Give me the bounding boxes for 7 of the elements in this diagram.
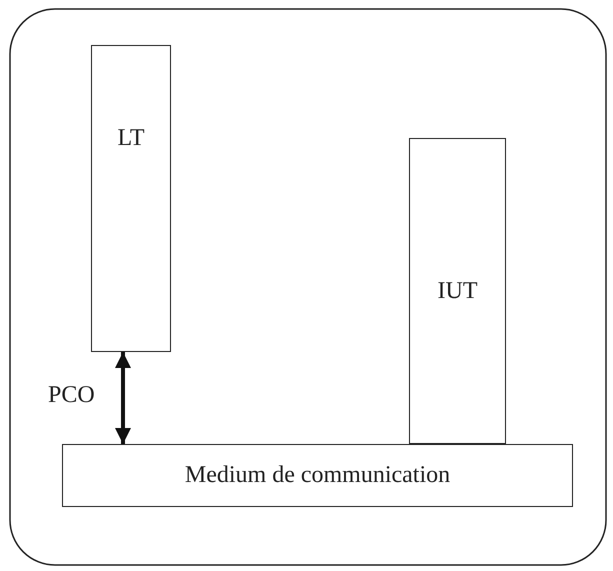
- process-box: [91, 45, 171, 352]
- process-box: [62, 444, 573, 507]
- double-arrow: [115, 352, 131, 444]
- box-label: Medium de communication: [184, 462, 450, 489]
- process-box: [409, 138, 506, 444]
- box-label: IUT: [438, 278, 478, 304]
- box-label: LT: [117, 125, 145, 152]
